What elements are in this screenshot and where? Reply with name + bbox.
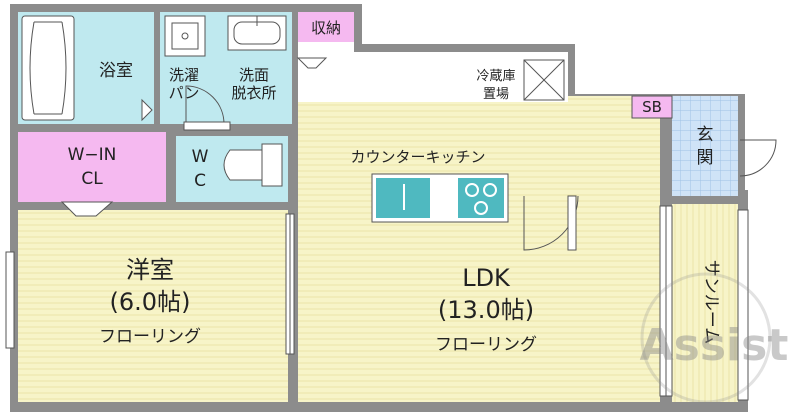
label-bath: 浴室 (99, 61, 133, 81)
sink-icon (227, 15, 287, 51)
label-walkin-1: W−IN (68, 145, 117, 165)
label-western-floor: フローリング (99, 327, 201, 347)
label-ldk-floor: フローリング (435, 335, 537, 355)
label-entrance-1: 玄 (697, 125, 714, 145)
label-walkin-2: CL (81, 169, 103, 189)
sb-area (631, 95, 673, 119)
toilet-icon (223, 143, 283, 187)
label-kitchen: カウンターキッチン (350, 148, 485, 166)
walkin-closet-floor (18, 132, 166, 202)
label-western-name: 洋室 (126, 256, 174, 284)
label-washer-1: 洗濯 (169, 66, 199, 84)
partition-western-ldk (285, 213, 295, 355)
watermark-logo: Assist (640, 272, 789, 404)
kitchen-floor (298, 52, 568, 102)
label-ldk-size: (13.0帖) (438, 296, 534, 324)
label-washroom-1: 洗面 (239, 66, 269, 84)
label-wc-2: C (194, 171, 206, 191)
label-entrance-2: 関 (697, 148, 714, 168)
label-wc-1: W (192, 147, 209, 167)
closet-shelf (60, 201, 114, 217)
label-fridge-1: 冷蔵庫 (476, 69, 515, 84)
window-sunroom (737, 209, 749, 401)
label-fridge-2: 置場 (483, 87, 509, 102)
washroom-door (183, 85, 231, 131)
fridge-space (523, 59, 565, 101)
label-sunroom: サンルーム (701, 260, 721, 345)
entrance-door (739, 139, 777, 177)
ldk-door (523, 195, 579, 251)
label-sb: SB (642, 98, 662, 116)
label-washer-2: パン (169, 84, 200, 102)
western-room-floor (18, 210, 288, 402)
window-west (5, 251, 15, 349)
label-storage: 収納 (311, 19, 341, 37)
washer-pan-icon (164, 15, 206, 57)
label-ldk-name: LDK (462, 264, 511, 292)
label-western-size: (6.0帖) (110, 288, 191, 316)
sunroom-floor (672, 204, 738, 402)
partition-ldk-sunroom (659, 205, 673, 397)
label-washroom-2: 脱衣所 (231, 84, 276, 102)
entrance-floor (672, 96, 738, 196)
storage-shelf (296, 57, 328, 69)
watermark-text: Assist (640, 320, 789, 371)
bathtub-icon (21, 15, 153, 122)
kitchen-counter (371, 173, 509, 223)
